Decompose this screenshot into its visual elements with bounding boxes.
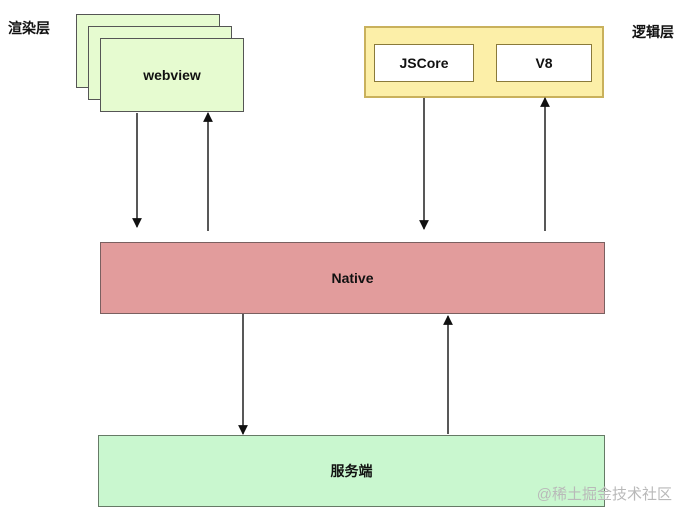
webview-box: webview xyxy=(100,38,244,112)
native-box: Native xyxy=(100,242,605,314)
server-box: 服务端 xyxy=(98,435,605,507)
jscore-box: JSCore xyxy=(374,44,474,82)
server-label: 服务端 xyxy=(330,463,373,479)
jscore-label: JSCore xyxy=(399,55,449,71)
logic-layer-label: 逻辑层 xyxy=(632,24,674,40)
watermark-text: @稀土掘金技术社区 xyxy=(536,486,672,503)
webview-label: webview xyxy=(143,67,201,83)
v8-box: V8 xyxy=(496,44,592,82)
native-label: Native xyxy=(331,270,374,286)
v8-label: V8 xyxy=(535,55,553,71)
render-layer-label: 渲染层 xyxy=(8,20,50,36)
